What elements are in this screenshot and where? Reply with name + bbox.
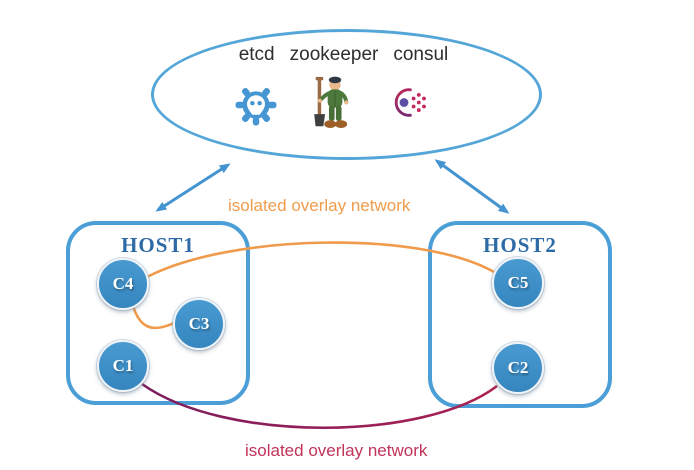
overlay1-curve-c4-c5 (146, 241, 495, 279)
container-c4: C4 (97, 258, 149, 310)
arrow-registry-host1 (155, 163, 231, 212)
container-c5: C5 (492, 257, 544, 309)
host1-label: HOST1 (121, 233, 195, 257)
container-c1: C1 (97, 340, 149, 392)
service-name-consul: consul (393, 44, 449, 65)
host2-label: HOST2 (483, 233, 557, 257)
container-c3: C3 (173, 298, 225, 350)
overlay1-branch-c4-c3 (131, 305, 175, 330)
host1-box: HOST1 (66, 221, 250, 405)
registry-ellipse (151, 29, 542, 160)
arrow-registry-host2 (434, 159, 510, 214)
container-c2: C2 (492, 342, 544, 394)
consul-icon (384, 77, 432, 128)
overlay2-label: isolated overlay network (245, 441, 428, 460)
service-name-etcd: etcd (238, 44, 275, 65)
host2-box: HOST2 (428, 221, 612, 408)
service-name-zookeeper: zookeeper (289, 44, 379, 65)
overlay2-curve-c1-c2 (141, 382, 498, 430)
etcd-icon (233, 81, 279, 129)
overlay1-label: isolated overlay network (228, 196, 411, 215)
registry-service-names: etcd zookeeper consul (151, 44, 536, 66)
zookeeper-icon (306, 69, 358, 135)
